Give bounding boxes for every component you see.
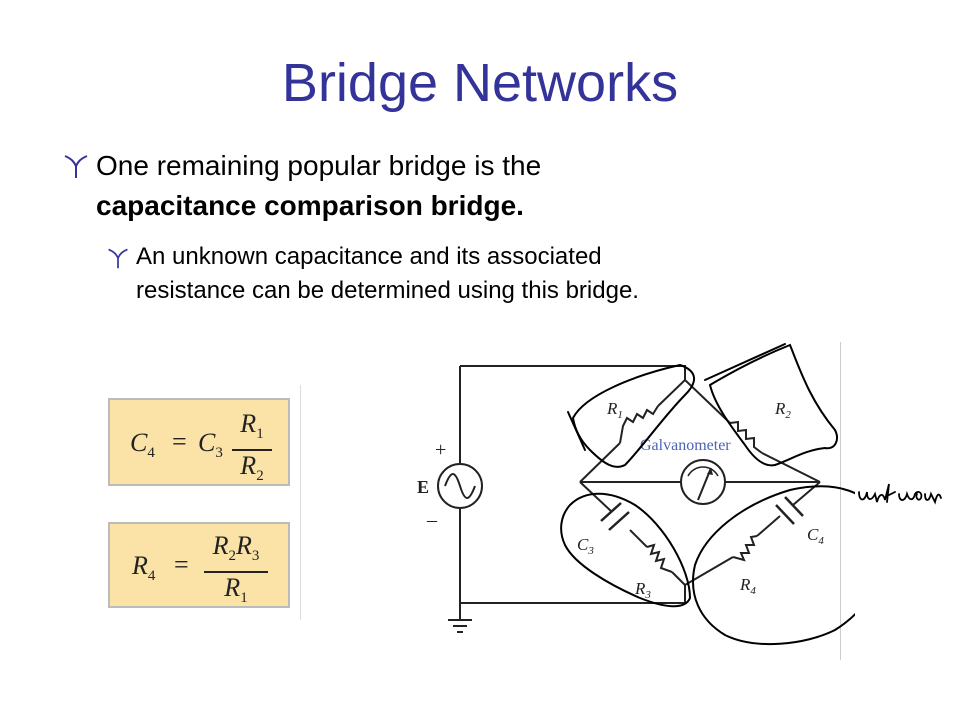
slide-title: Bridge Networks [281, 53, 679, 113]
bullet2-text-line2: resistance can be determined using this … [136, 277, 639, 304]
formula-r4: R4 = R2R3 R1 [108, 522, 290, 608]
bridge-circuit: + E – Galvanometer R1 R2 C3 R3 R4 C4 [417, 343, 855, 645]
resistor-r3 [646, 543, 673, 573]
resistor-r1 [619, 405, 659, 444]
resistor-r2 [729, 420, 763, 454]
label-r1: R1 [606, 399, 623, 421]
curly-bullet-icon [64, 155, 88, 178]
bullet1-text: One remaining popular bridge is the [96, 150, 542, 181]
formula-r4-lhs: R4 [132, 551, 156, 585]
bullet-level2: An unknown capacitance and its associate… [106, 240, 866, 308]
capacitor-c4 [775, 496, 804, 525]
ac-source-icon [437, 463, 483, 509]
source-plus: + [435, 439, 446, 461]
formula-c4-lhs: C4 [130, 428, 155, 462]
divider [840, 342, 841, 660]
capacitor-c3 [600, 502, 630, 531]
source-minus: – [426, 509, 438, 531]
curly-bullet-icon [108, 248, 128, 269]
label-r4: R4 [739, 575, 756, 597]
formula-r4-eq: = [174, 550, 189, 579]
ground-icon [448, 619, 472, 633]
bullet2-text-line1: An unknown capacitance and its associate… [136, 243, 602, 270]
source-label: E [417, 477, 429, 497]
formula-c4-coef: C3 [198, 428, 223, 462]
formula-c4-fraction: R1 R2 [232, 410, 272, 490]
galvanometer-label: Galvanometer [640, 437, 731, 454]
bullet1-bold-text: capacitance comparison bridge. [96, 190, 524, 221]
label-c4: C4 [807, 525, 824, 547]
label-r2: R2 [774, 399, 791, 421]
bullet-level1: One remaining popular bridge is the capa… [62, 146, 922, 226]
formula-c4-eq: = [172, 427, 187, 456]
formula-c4: C4 = C3 R1 R2 [108, 398, 290, 486]
handwritten-note [858, 483, 942, 505]
galvanometer-icon [680, 459, 726, 505]
label-c3: C3 [577, 535, 594, 557]
formula-r4-fraction: R2R3 R1 [204, 532, 268, 612]
label-r3: R3 [634, 579, 651, 601]
handwritten-annotations [560, 343, 855, 645]
resistor-r4 [732, 535, 758, 562]
